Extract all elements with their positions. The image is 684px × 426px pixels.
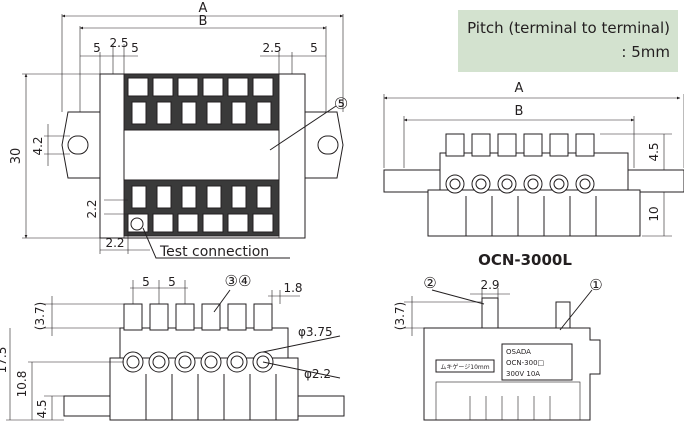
product-label-line1: OSADA: [506, 348, 531, 356]
product-label-line3: 300V 10A: [506, 370, 540, 378]
end-view-pin-right: [555, 301, 571, 329]
side-dim-A: A: [515, 81, 524, 96]
side-right-tab: [627, 169, 684, 193]
pitch-note: Pitch (terminal to terminal) : 5mm: [458, 10, 678, 72]
front-dia-2-2: φ2.2: [304, 367, 331, 381]
top-dim-2-5-left: 2.5: [109, 36, 128, 50]
top-view-lower-cells: [127, 185, 274, 233]
top-view-center-panel: [123, 129, 280, 181]
top-view-right-slot: [317, 135, 339, 155]
end-dim-3-7: (3.7): [393, 302, 407, 330]
top-dim-2-2-b: 2.2: [105, 236, 124, 250]
side-screws: [445, 174, 595, 194]
front-dia-3-75: φ3.75: [298, 325, 333, 339]
end-callout-1: ①: [589, 276, 602, 294]
product-label-line2: OCN-300□: [506, 359, 544, 367]
front-dim-4-5: 4.5: [35, 399, 49, 418]
side-dividers: [465, 196, 597, 236]
front-dim-5-a: 5: [142, 275, 150, 289]
strip-gauge-label: ムキゲージ10mm: [440, 363, 489, 371]
top-dim-2-2-a: 2.2: [85, 199, 99, 218]
top-dim-B: B: [199, 14, 208, 29]
model-label: OCN-3000L: [478, 251, 572, 269]
top-dim-30: 30: [9, 148, 24, 165]
top-dim-5-right: 5: [310, 41, 318, 55]
pitch-note-line1: Pitch (terminal to terminal): [467, 19, 670, 37]
top-dim-A: A: [199, 1, 208, 16]
front-view: 5 5 ③④ 1.8 (3.7) 17.5 10.8 4.5 φ3.75 φ2.…: [0, 272, 345, 421]
strip-gauge: [435, 359, 495, 373]
end-view-pin-left: [481, 297, 499, 329]
top-view-left-slot: [67, 135, 89, 155]
top-dim-4-2: 4.2: [31, 136, 45, 155]
side-dim-B: B: [515, 104, 524, 119]
top-callout-5: ⑤: [334, 94, 348, 113]
front-dim-10-8: 10.8: [15, 371, 29, 398]
side-dim-4-5: 4.5: [647, 142, 661, 161]
front-dim-17-5: 17.5: [0, 347, 9, 374]
end-view: ムキゲージ10mm OSADA OCN-300□ 300V 10A ② 2.9 …: [393, 274, 603, 421]
product-label: [501, 343, 573, 381]
front-dim-1-8: 1.8: [283, 281, 302, 295]
side-lower-body: [427, 189, 641, 237]
end-callout-2: ②: [423, 274, 436, 292]
top-view: A B 5 2.5 5 2.5 5 30 4.2 2.2: [9, 1, 348, 260]
front-dividers: [145, 374, 277, 420]
front-dim-3-7: (3.7): [33, 302, 47, 330]
front-dim-5-b: 5: [168, 275, 176, 289]
test-connection-label: Test connection: [159, 244, 269, 260]
side-pins: [445, 133, 595, 157]
top-view-upper-cells: [127, 77, 274, 125]
top-dim-5-left: 5: [93, 41, 101, 55]
end-view-slots: [469, 396, 551, 420]
side-left-tab: [383, 169, 441, 193]
top-dim-2-5-right: 2.5: [262, 41, 281, 55]
end-view-base: [435, 381, 581, 421]
front-callout-3-4: ③④: [225, 272, 252, 290]
end-dim-2-9: 2.9: [480, 278, 499, 292]
pitch-note-line2: : 5mm: [621, 43, 670, 61]
side-dim-10: 10: [647, 206, 661, 221]
side-view: A B 4.5 10 OCN-3000L: [383, 81, 684, 269]
front-pins: [123, 303, 273, 331]
top-dim-5-left2: 5: [131, 41, 139, 55]
